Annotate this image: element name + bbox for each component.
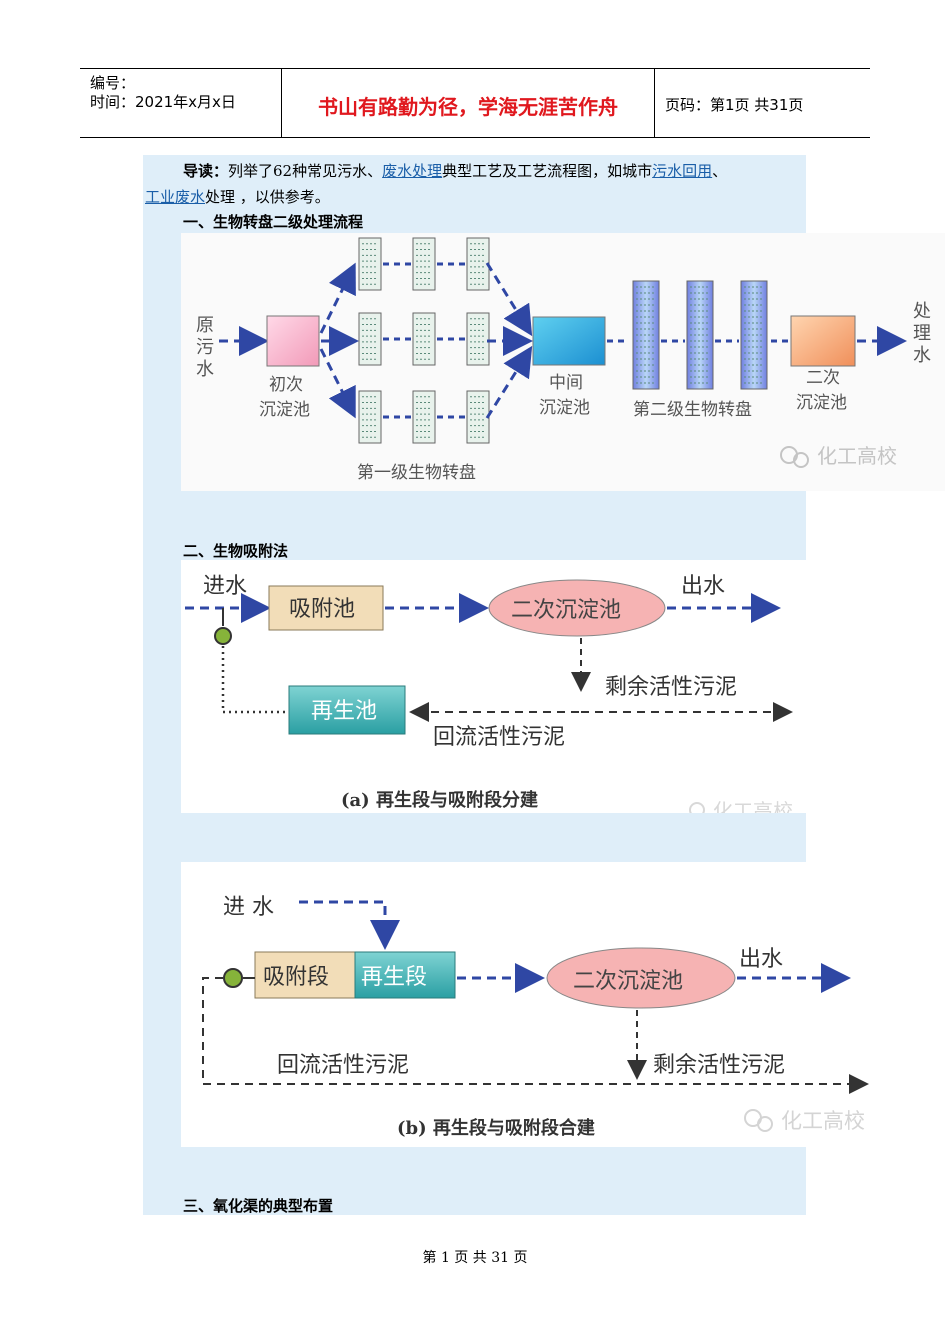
adsorption-section-label: 吸附段 <box>263 965 329 990</box>
wechat-icon <box>689 802 705 818</box>
time-label: 时间：2021年x月x日 <box>90 93 236 111</box>
rotating-disc <box>412 237 436 291</box>
secondary-clarifier-label: 二次沉淀池 <box>573 969 683 994</box>
flow-arrow <box>319 348 356 419</box>
regeneration-tank-label: 再生池 <box>311 699 377 724</box>
rotating-disc <box>412 312 436 366</box>
rotating-disc <box>466 312 490 366</box>
secondary-clarifier <box>546 947 736 1009</box>
dashed-line <box>202 977 223 1084</box>
figure-rbc-flow: 原 污 水 初次 沉淀池 第一级生物转盘 中间 沉淀池 第二级生物转盘 二次 沉… <box>181 233 945 491</box>
watermark-text: 化工高校 <box>781 1109 865 1133</box>
section-heading-2: 二、生物吸附法 <box>183 542 289 560</box>
watermark: 化工高校 <box>744 1109 865 1133</box>
watermark-text: 化工高校 <box>713 799 793 813</box>
stage1-discs <box>358 237 490 444</box>
page-info: 页码：第1页 共31页 <box>665 96 804 114</box>
primary-clarifier-label: 沉淀池 <box>259 400 310 420</box>
page-header: 编号： 时间：2021年x月x日 书山有路勤为径，学海无涯苦作舟 页码：第1页 … <box>80 68 870 138</box>
excess-sludge-label: 剩余活性污泥 <box>653 1053 785 1078</box>
stage2-label: 第二级生物转盘 <box>633 400 752 420</box>
primary-clarifier <box>266 315 320 367</box>
intro-text: 、 <box>712 162 728 180</box>
rotating-disc <box>412 390 436 444</box>
header-motto-cell: 书山有路勤为径，学海无涯苦作舟 <box>281 69 655 137</box>
secondary-clarifier <box>488 579 666 637</box>
middle-clarifier-label: 中间 <box>549 373 583 393</box>
header-meta: 编号： 时间：2021年x月x日 <box>80 69 280 137</box>
raw-water-label: 原 <box>196 315 214 336</box>
flow-arrow <box>485 262 533 337</box>
figure-adsorption-combined: 进 水 吸附段 再生段 二次沉淀池 出水 剩余活性污泥 回流活性污泥 (b) 再… <box>181 862 906 1147</box>
link-sewage-reuse[interactable]: 污水回用 <box>652 162 713 180</box>
raw-water-label: 污 <box>196 337 214 358</box>
flow-arrow <box>299 900 400 950</box>
adsorption-tank-label: 吸附池 <box>289 597 355 622</box>
intro-text: 典型工艺及工艺流程图，如城市 <box>442 162 653 180</box>
figure-adsorption-separate: 进水 吸附池 二次沉淀池 出水 再生池 剩余活性污泥 回流活性污泥 (a) 再生… <box>181 560 806 823</box>
motto: 书山有路勤为径，学海无涯苦作舟 <box>318 95 618 119</box>
rotating-disc <box>466 237 490 291</box>
figure-caption: (b) 再生段与吸附段合建 <box>397 1117 595 1139</box>
secondary-clarifier-label: 二次 <box>806 368 840 388</box>
link-industrial-wastewater[interactable]: 工业废水 <box>145 188 206 206</box>
secondary-clarifier-label: 沉淀池 <box>796 393 847 413</box>
flow-arrow <box>485 345 533 419</box>
treated-water-label: 理 <box>913 323 931 344</box>
regeneration-section-label: 再生段 <box>361 965 427 990</box>
inlet-label: 进水 <box>203 574 247 599</box>
watermark-text: 化工高校 <box>817 444 897 468</box>
dotted-line <box>221 646 285 714</box>
middle-clarifier-label: 沉淀池 <box>539 398 590 418</box>
regeneration-tank <box>288 685 406 735</box>
adsorption-tank <box>268 585 384 631</box>
page-footer: 第 1 页 共 31 页 <box>422 1250 528 1266</box>
treated-water-label: 处 <box>913 301 931 322</box>
section-heading-3: 三、氧化渠的典型布置 <box>183 1197 334 1215</box>
flow-arrow <box>319 262 356 334</box>
valve-icon <box>214 627 232 645</box>
intro-paragraph: 导读：列举了62种常见污水、废水处理典型工艺及工艺流程图，如城市污水回用、工业废… <box>145 158 805 210</box>
link-wastewater-treatment[interactable]: 废水处理 <box>382 162 443 180</box>
section-heading-1: 一、生物转盘二级处理流程 <box>183 213 364 231</box>
treated-water-label: 水 <box>913 345 931 366</box>
watermark: 化工高校 <box>689 799 793 823</box>
outlet-label: 出水 <box>681 574 725 599</box>
inlet-label: 进 水 <box>223 895 274 920</box>
outlet-label: 出水 <box>739 947 783 972</box>
regeneration-section <box>354 951 456 999</box>
rotating-disc <box>358 312 382 366</box>
watermark: 化工高校 <box>780 444 897 468</box>
middle-clarifier <box>532 316 606 366</box>
header-page-cell: 页码：第1页 共31页 <box>655 69 870 137</box>
secondary-clarifier <box>790 315 856 367</box>
intro-text: 处理 ，以供参考。 <box>205 188 330 206</box>
adsorption-section <box>254 951 356 999</box>
stage1-label: 第一级生物转盘 <box>357 463 476 483</box>
number-label: 编号： <box>90 74 136 92</box>
rotating-disc <box>466 390 490 444</box>
intro-lead: 导读： <box>183 162 229 180</box>
intro-text: 列举了62种常见污水、 <box>228 162 383 180</box>
figure-caption: (a) 再生段与吸附段分建 <box>341 789 538 811</box>
excess-sludge-label: 剩余活性污泥 <box>605 675 737 700</box>
secondary-clarifier-label: 二次沉淀池 <box>511 598 621 623</box>
stage2-discs <box>632 280 768 390</box>
valve-icon <box>223 968 243 988</box>
raw-water-label: 水 <box>196 359 214 380</box>
rotating-disc <box>358 237 382 291</box>
rotating-disc <box>358 390 382 444</box>
return-sludge-label: 回流活性污泥 <box>277 1053 409 1078</box>
primary-clarifier-label: 初次 <box>269 375 303 395</box>
return-sludge-label: 回流活性污泥 <box>433 725 565 750</box>
